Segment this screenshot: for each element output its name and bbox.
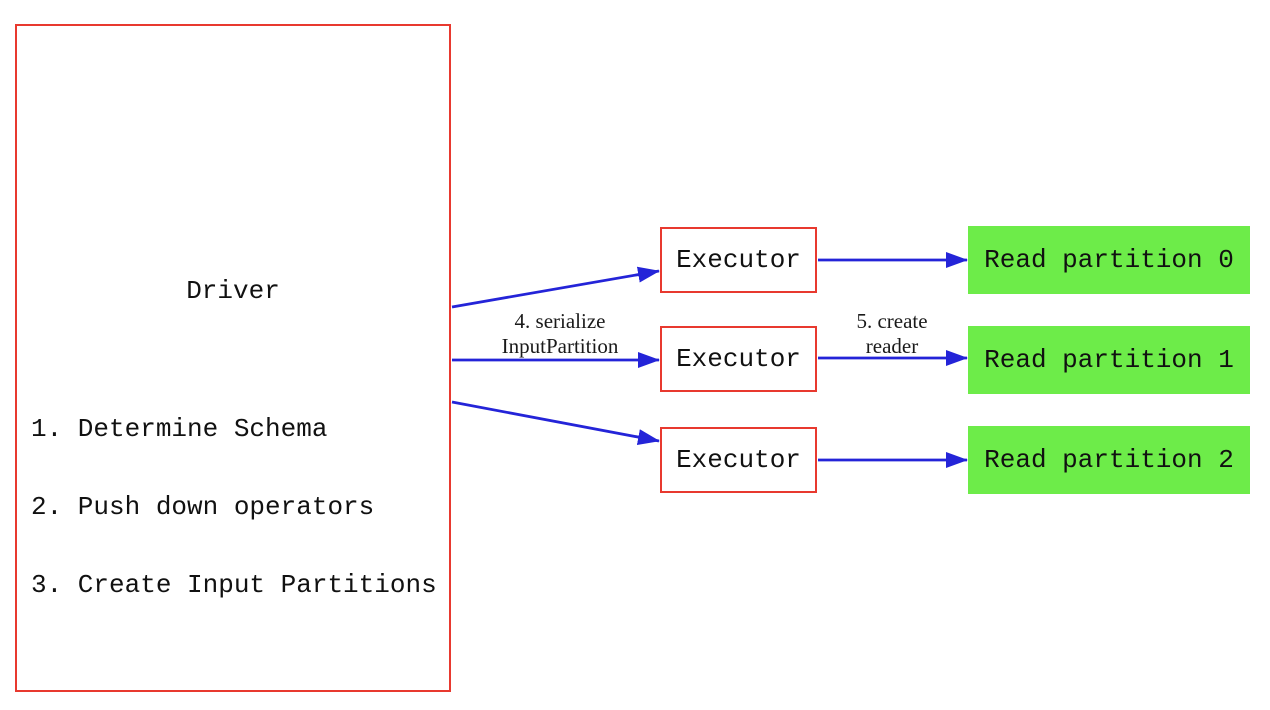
read-partition-box-1: Read partition 1 bbox=[968, 326, 1250, 394]
driver-step-1: 1. Determine Schema bbox=[31, 414, 328, 444]
edge-label-create-reader: 5. create reader bbox=[800, 309, 984, 359]
driver-title: Driver bbox=[186, 276, 280, 306]
executor-box-1: Executor bbox=[660, 326, 817, 392]
executor-box-0: Executor bbox=[660, 227, 817, 293]
arrow-driver-to-executor-0 bbox=[451, 266, 660, 309]
read-partition-box-2: Read partition 2 bbox=[968, 426, 1250, 494]
driver-steps-list: 1. Determine Schema 2. Push down operato… bbox=[31, 364, 437, 650]
read-partition-label-0: Read partition 0 bbox=[984, 245, 1234, 275]
driver-step-3: 3. Create Input Partitions bbox=[31, 570, 437, 600]
executor-label-1: Executor bbox=[676, 344, 801, 374]
edge-label-create-reader-line2: reader bbox=[865, 334, 919, 358]
driver-step-2: 2. Push down operators bbox=[31, 492, 375, 522]
executor-label-0: Executor bbox=[676, 245, 801, 275]
driver-box bbox=[15, 24, 451, 692]
edge-label-serialize-line1: 4. serialize bbox=[514, 309, 606, 333]
edge-label-serialize-line2: InputPartition bbox=[501, 334, 619, 358]
arrow-driver-to-executor-2 bbox=[451, 400, 660, 445]
read-partition-label-2: Read partition 2 bbox=[984, 445, 1234, 475]
edge-label-serialize-inputpartition: 4. serialize InputPartition bbox=[450, 309, 670, 359]
read-partition-box-0: Read partition 0 bbox=[968, 226, 1250, 294]
read-partition-label-1: Read partition 1 bbox=[984, 345, 1234, 375]
executor-label-2: Executor bbox=[676, 445, 801, 475]
executor-box-2: Executor bbox=[660, 427, 817, 493]
edge-label-create-reader-line1: 5. create bbox=[856, 309, 928, 333]
